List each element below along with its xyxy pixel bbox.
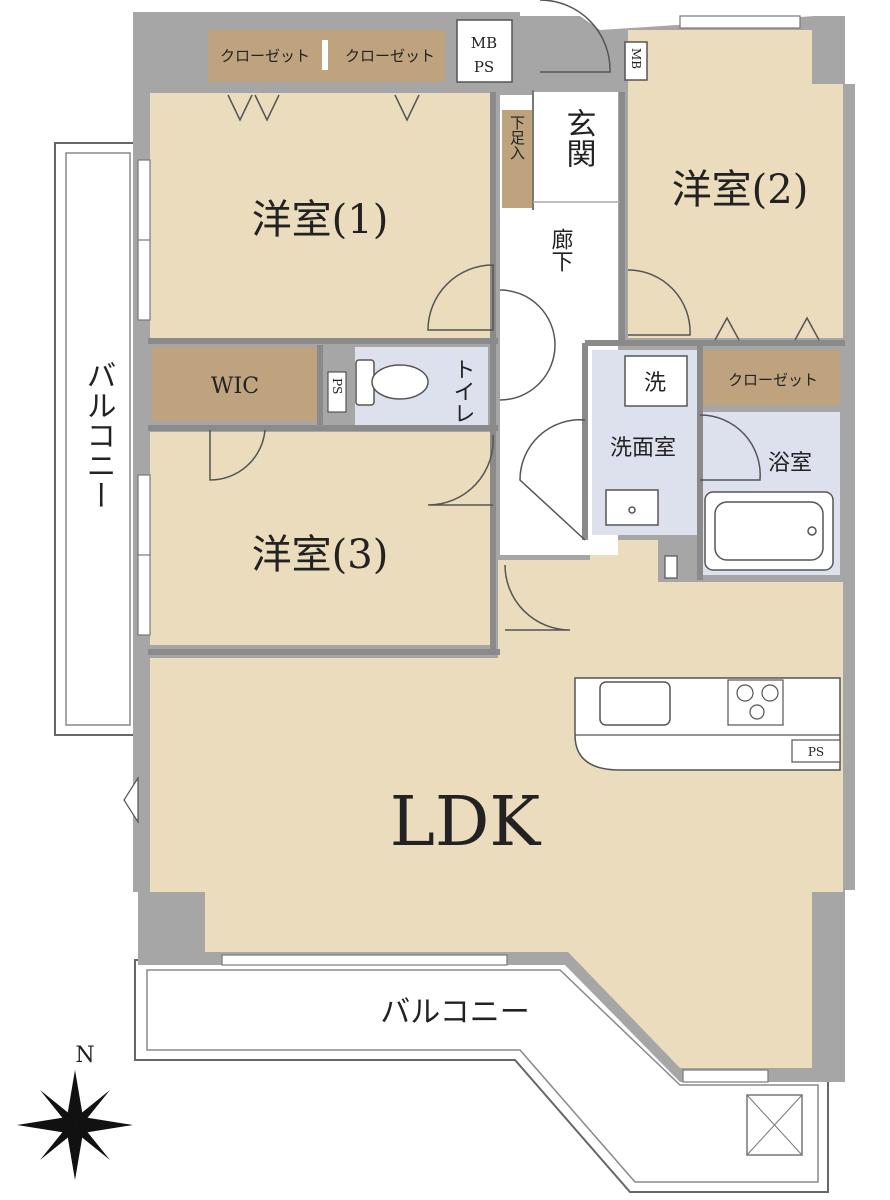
mbps-label: MB	[471, 34, 497, 52]
shoe-box-area	[502, 110, 532, 208]
closet-room2-label: クローゼット	[728, 371, 818, 389]
mbps-label-ps: PS	[474, 58, 494, 76]
toilet-label: トイレ	[450, 358, 475, 424]
entrance-area	[533, 92, 618, 202]
closet-top-right-label: クローゼット	[345, 47, 435, 65]
balcony-west-label: バルコニー	[81, 360, 116, 510]
mbps-box	[456, 19, 513, 83]
wic-area	[152, 347, 317, 421]
west-balcony	[54, 142, 141, 736]
washroom-label: 洗面室	[610, 436, 676, 461]
mb-small-label: MB	[629, 48, 643, 69]
ps-toilet-label: PS	[330, 378, 344, 394]
kitchen-counter	[574, 677, 841, 771]
room-western-1-area	[150, 93, 490, 338]
ldk-area	[150, 540, 843, 1068]
ps-kitchen-label: PS	[808, 745, 824, 759]
toilet-fixture	[355, 359, 429, 406]
closet-room2-area	[703, 350, 840, 405]
closet-doors	[227, 94, 820, 341]
wall-marker-icon	[123, 775, 139, 825]
bathtub	[704, 491, 834, 571]
interior-walls	[148, 92, 845, 655]
doors	[209, 0, 761, 631]
hallway-label: 廊下	[548, 228, 574, 272]
compass-north-label: N	[75, 1043, 94, 1068]
shoe-box-label: 下足入	[508, 115, 526, 160]
room-western-2-area	[628, 30, 843, 338]
room-western-3-area	[150, 432, 490, 645]
room-western-2-label: 洋室(2)	[672, 167, 809, 213]
compass-rose-icon	[17, 1070, 133, 1180]
room-western-1-label: 洋室(1)	[252, 197, 389, 243]
ps-toilet-box	[327, 371, 347, 413]
ldk-label: LDK	[390, 783, 542, 862]
entrance-label: 玄関	[561, 108, 596, 168]
bath-label: 浴室	[768, 451, 812, 476]
wic-label: WIC	[211, 374, 259, 399]
closet-top-left-label: クローゼット	[220, 47, 310, 65]
mb-small-box	[624, 41, 648, 81]
ac-unit-marker	[746, 1094, 803, 1156]
washroom-fixtures	[605, 355, 688, 526]
washer-label: 洗	[644, 371, 666, 396]
room-western-3-label: 洋室(3)	[252, 532, 389, 578]
balcony-south-label: バルコニー	[380, 995, 529, 1030]
